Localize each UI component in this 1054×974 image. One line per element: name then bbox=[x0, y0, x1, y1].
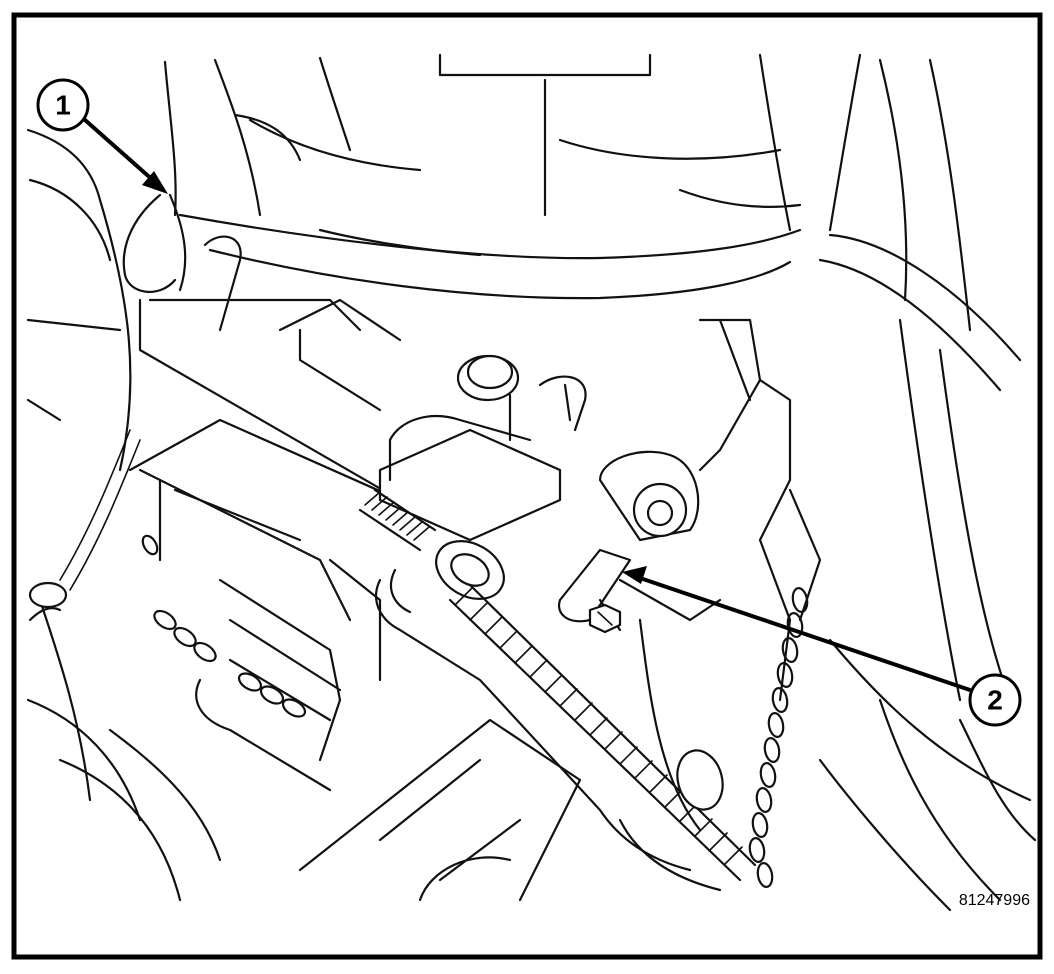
chain-left bbox=[141, 534, 307, 718]
callout-1: 1 bbox=[36, 78, 168, 194]
callout-2-circle bbox=[968, 673, 1022, 727]
lower-housing bbox=[128, 298, 582, 902]
upper-screw-threads bbox=[358, 488, 437, 552]
hook-bracket bbox=[122, 193, 242, 332]
figure-reference-number: 81247996 bbox=[959, 892, 1030, 909]
callout-2: 2 bbox=[622, 566, 1022, 727]
callout-1-arrowhead bbox=[142, 171, 168, 194]
callout-2-label: 2 bbox=[987, 684, 1003, 715]
callout-1-label: 1 bbox=[55, 89, 71, 120]
chain-right bbox=[748, 587, 809, 888]
callout-1-circle bbox=[36, 78, 90, 132]
threaded-rods bbox=[358, 488, 757, 892]
right-side-structure bbox=[818, 58, 1037, 912]
callout-2-arrow bbox=[638, 576, 972, 692]
bolt-head bbox=[588, 603, 622, 634]
left-side-structure bbox=[26, 128, 222, 902]
callout-1-arrow bbox=[83, 118, 157, 184]
illustration-frame bbox=[11, 12, 1043, 960]
callout-2-arrowhead bbox=[622, 566, 647, 584]
puller-tool bbox=[378, 318, 822, 702]
upper-housing bbox=[163, 53, 862, 300]
forcing-screw-threads bbox=[448, 583, 757, 882]
